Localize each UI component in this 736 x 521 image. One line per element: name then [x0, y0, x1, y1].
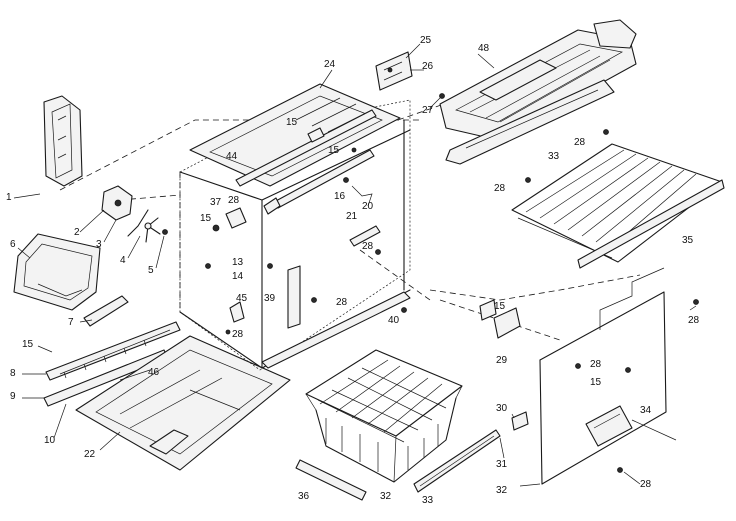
- label-33-rail: 32: [380, 491, 392, 502]
- label-25: 25: [420, 35, 432, 46]
- label-37: 37: [210, 197, 222, 208]
- label-22: 22: [84, 449, 96, 460]
- label-15-clip: 15: [494, 301, 506, 312]
- label-16: 16: [334, 191, 346, 202]
- part-25-26-bracket: [375, 51, 413, 91]
- label-15-panel: 15: [590, 377, 602, 388]
- label-7: 7: [68, 317, 74, 328]
- label-15-left-side: 15: [200, 213, 212, 224]
- part-39-panel: [225, 265, 317, 335]
- label-15-top: 15: [286, 117, 298, 128]
- label-28-45: 28: [232, 329, 244, 340]
- label-21: 21: [346, 211, 358, 222]
- label-27: 27: [422, 105, 434, 116]
- part-8-10-rails: [43, 321, 181, 407]
- label-46: 46: [148, 367, 160, 378]
- label-5: 5: [148, 265, 154, 276]
- leader-lines: [13, 43, 697, 487]
- part-33-lower-duct: [439, 79, 615, 183]
- label-14: 14: [232, 271, 244, 282]
- part-2-5-fan-assembly: [101, 185, 168, 243]
- label-26: 26: [422, 61, 434, 72]
- label-20: 20: [362, 201, 374, 212]
- part-1-bracket: [43, 95, 83, 187]
- label-28-37: 28: [228, 195, 240, 206]
- label-2: 2: [74, 227, 80, 238]
- left-side-fasteners: [205, 197, 281, 269]
- label-44: 44: [226, 151, 238, 162]
- label-8: 8: [10, 368, 16, 379]
- label-29: 29: [496, 355, 508, 366]
- label-34: 34: [640, 405, 652, 416]
- part-23-wire-basket: [305, 349, 463, 483]
- label-3: 3: [96, 239, 102, 250]
- label-31: 31: [496, 459, 508, 470]
- part-24-top-duct: [189, 83, 401, 187]
- label-10: 10: [44, 435, 56, 446]
- label-35: 35: [682, 235, 694, 246]
- label-36: 36: [298, 491, 310, 502]
- label-48: 48: [478, 43, 490, 54]
- label-30: 30: [496, 403, 508, 414]
- label-9: 9: [10, 391, 16, 402]
- cabinet-bottom-rail: [261, 291, 411, 369]
- cabinet-right-parts: [307, 127, 381, 255]
- part-6-drip-tray: [13, 233, 101, 311]
- label-4: 4: [120, 255, 126, 266]
- part-48-evaporator-housing: [439, 19, 637, 141]
- label-39: 39: [264, 293, 276, 304]
- label-15-mid: 15: [328, 145, 340, 156]
- label-6: 6: [10, 239, 16, 250]
- label-15-left: 15: [22, 339, 34, 350]
- label-45: 45: [236, 293, 248, 304]
- label-28-panel-low: 28: [640, 479, 652, 490]
- label-24: 24: [324, 59, 336, 70]
- label-33-duct: 33: [548, 151, 560, 162]
- label-28-cab: 28: [362, 241, 374, 252]
- label-28-39: 28: [336, 297, 348, 308]
- part-35-wire-shelf: [511, 143, 725, 269]
- label-1: 1: [6, 192, 12, 203]
- label-40: 40: [388, 315, 400, 326]
- label-28-panel: 28: [590, 359, 602, 370]
- label-28-duct: 28: [574, 137, 586, 148]
- part-22-base-pan: [75, 335, 291, 471]
- part-36-31-slide-rails: [295, 411, 529, 501]
- label-28-duct-low: 28: [494, 183, 506, 194]
- label-32: 32: [496, 485, 508, 496]
- label-13: 13: [232, 257, 244, 268]
- part-32-side-panel: [539, 267, 699, 485]
- part-7-strip: [83, 295, 129, 327]
- part-29-clip: [479, 299, 521, 339]
- label-33-basket: 33: [422, 495, 434, 506]
- label-28-right-top: 28: [688, 315, 700, 326]
